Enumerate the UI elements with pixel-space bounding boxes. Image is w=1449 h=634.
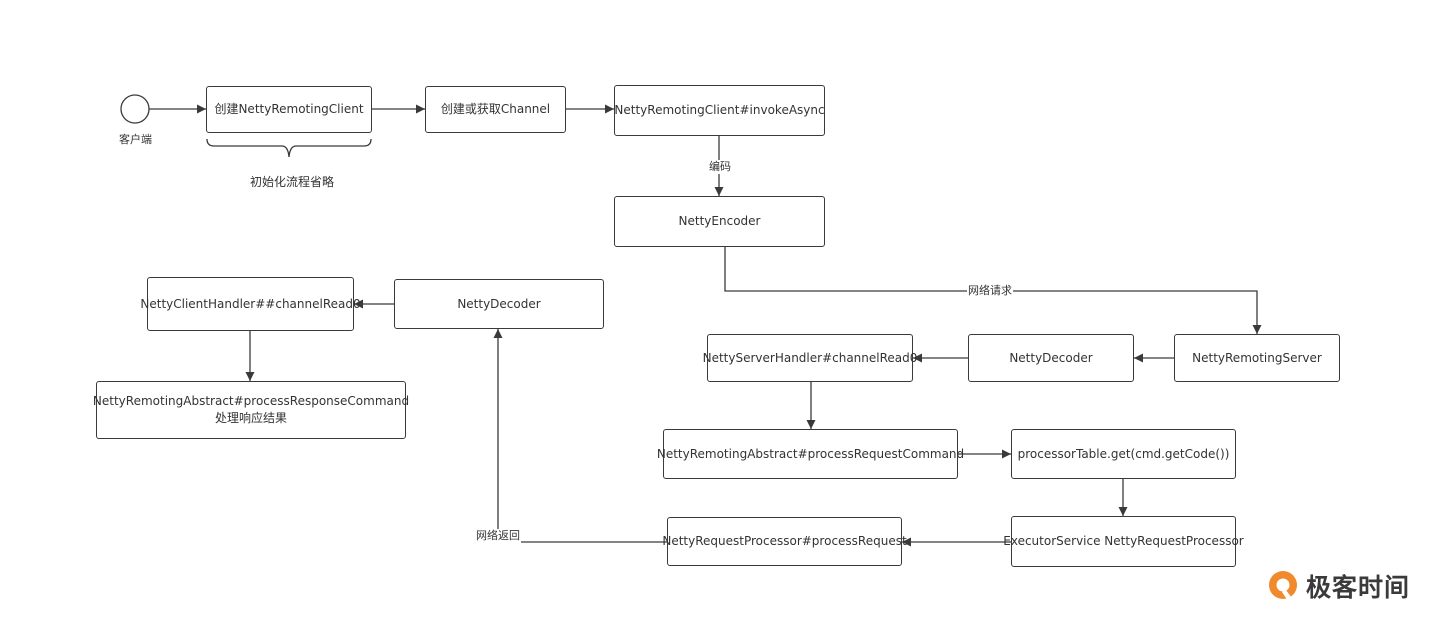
client-handler-node[interactable]: NettyClientHandler##channelRead0	[140, 277, 361, 331]
init-flow-note: 初始化流程省略	[249, 175, 336, 189]
edge-label-network-return: 网络返回	[475, 529, 521, 543]
create-channel-node[interactable]: 创建或获取Channel	[425, 86, 566, 133]
process-response-subtitle: 处理响应结果	[214, 411, 287, 425]
invoke-async-node[interactable]: NettyRemotingClient#invokeAsync	[614, 85, 825, 136]
geek-time-logo-icon	[1269, 571, 1297, 601]
server-decoder-node[interactable]: NettyDecoder	[968, 334, 1134, 382]
start-node-caption: 客户端	[118, 133, 153, 147]
process-response-title: NettyRemotingAbstract#processResponseCom…	[92, 394, 410, 408]
client-decoder-node[interactable]: NettyDecoder	[394, 279, 604, 329]
brand-name: 极客时间	[1306, 573, 1411, 602]
request-processor-node[interactable]: NettyRequestProcessor#processRequest	[662, 517, 907, 566]
process-request-node[interactable]: NettyRemotingAbstract#processRequestComm…	[657, 429, 964, 479]
init-brace	[206, 138, 372, 158]
create-client-node[interactable]: 创建NettyRemotingClient	[206, 86, 372, 133]
edge-label-encode: 编码	[708, 160, 732, 174]
processor-table-node[interactable]: processorTable.get(cmd.getCode())	[1011, 429, 1236, 479]
remoting-server-node[interactable]: NettyRemotingServer	[1174, 334, 1340, 382]
edge-label-network-request: 网络请求	[967, 284, 1013, 298]
edge-request-processor-to-client-decoder	[493, 329, 667, 543]
process-response-node[interactable]: NettyRemotingAbstract#processResponseCom…	[92, 381, 410, 439]
encoder-node[interactable]: NettyEncoder	[614, 196, 825, 247]
executor-node[interactable]: ExecutorService NettyRequestProcessor	[1003, 516, 1244, 567]
server-handler-node[interactable]: NettyServerHandler#channelRead0	[703, 334, 917, 382]
brand-logo: 极客时间	[1265, 568, 1410, 604]
start-node	[120, 94, 150, 124]
